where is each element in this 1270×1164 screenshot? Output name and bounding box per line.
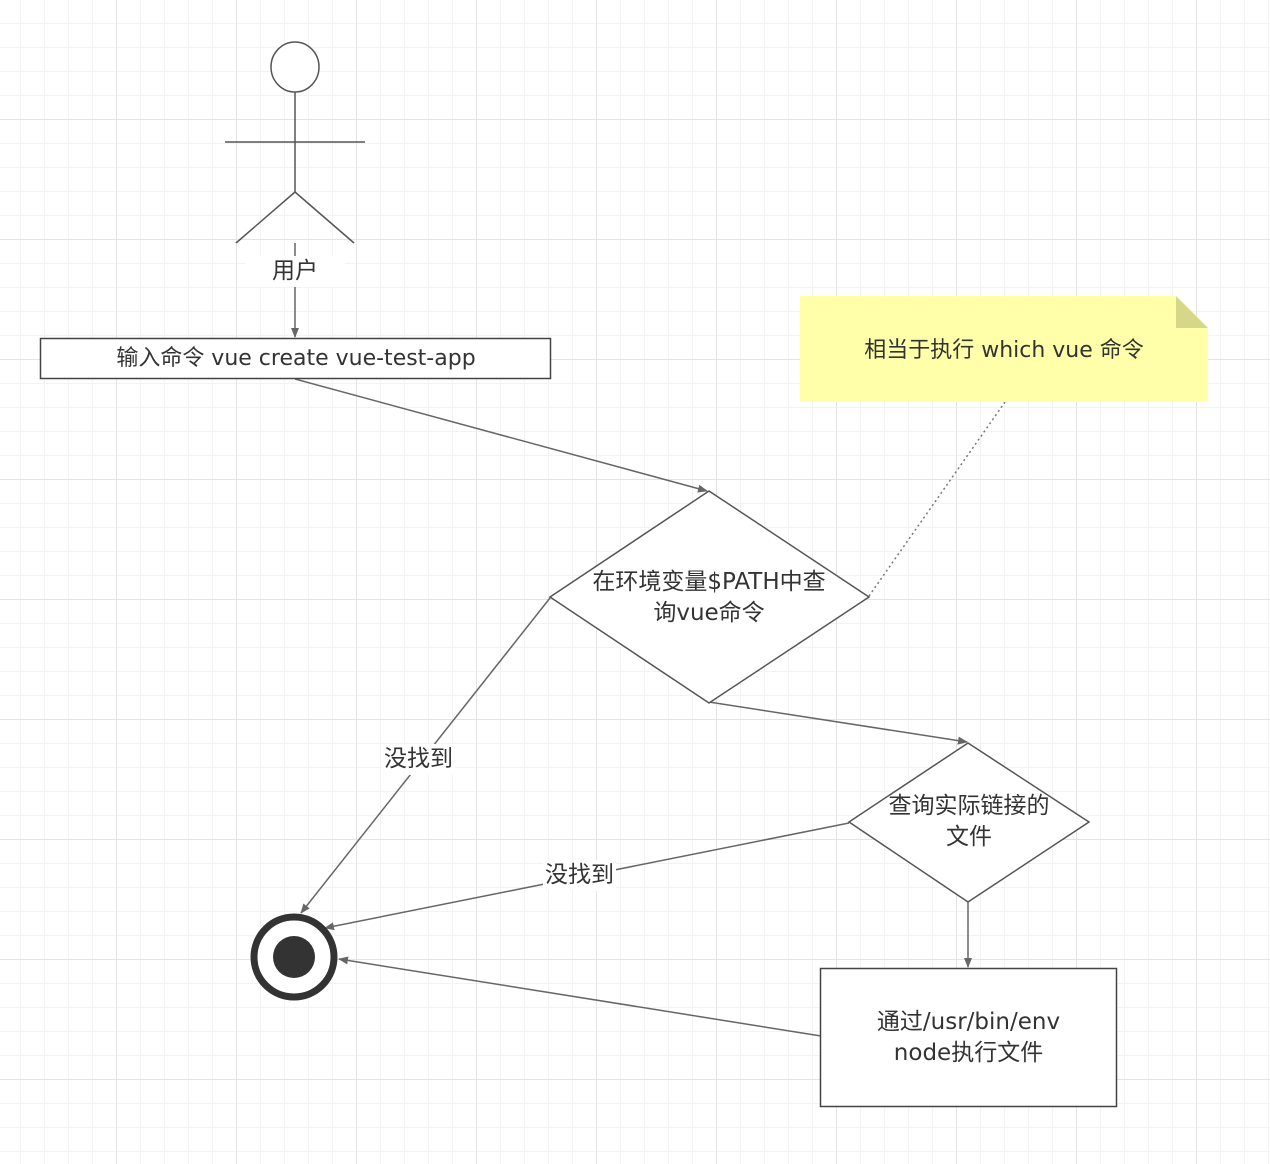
search-path-label-line2: 询vue命令 — [653, 600, 765, 626]
execute-label-line2: node执行文件 — [893, 1040, 1044, 1066]
actor-head — [270, 41, 320, 93]
actor-left-leg — [235, 191, 296, 244]
note-shape — [800, 296, 1208, 402]
edge-input-to-search — [294, 378, 708, 493]
input-command-label: 输入命令 vue create vue-test-app — [116, 346, 476, 371]
execute-box — [819, 967, 1118, 1108]
query-link-label-line2: 文件 — [946, 824, 992, 850]
actor-label: 用户 — [245, 256, 345, 287]
edge-execute-to-end — [338, 956, 822, 1037]
edge-search-to-query — [708, 701, 968, 745]
note-text: 相当于执行 which vue 命令 — [864, 338, 1144, 363]
actor-figure — [225, 41, 365, 244]
decision-search-path — [548, 490, 871, 704]
query-link-label-line1: 查询实际链接的 — [888, 793, 1050, 819]
execute-label-line1: 通过/usr/bin/env — [876, 1009, 1061, 1035]
decision-query-link — [847, 742, 1091, 903]
edge-label-not-found-2: 没找到 — [543, 860, 616, 891]
end-node — [250, 913, 338, 1001]
search-path-label-line1: 在环境变量$PATH中查 — [592, 569, 826, 595]
actor-right-leg — [294, 191, 355, 244]
note-connector — [868, 401, 1006, 597]
input-command-box — [39, 337, 552, 380]
edge-label-not-found-1: 没找到 — [382, 744, 455, 775]
